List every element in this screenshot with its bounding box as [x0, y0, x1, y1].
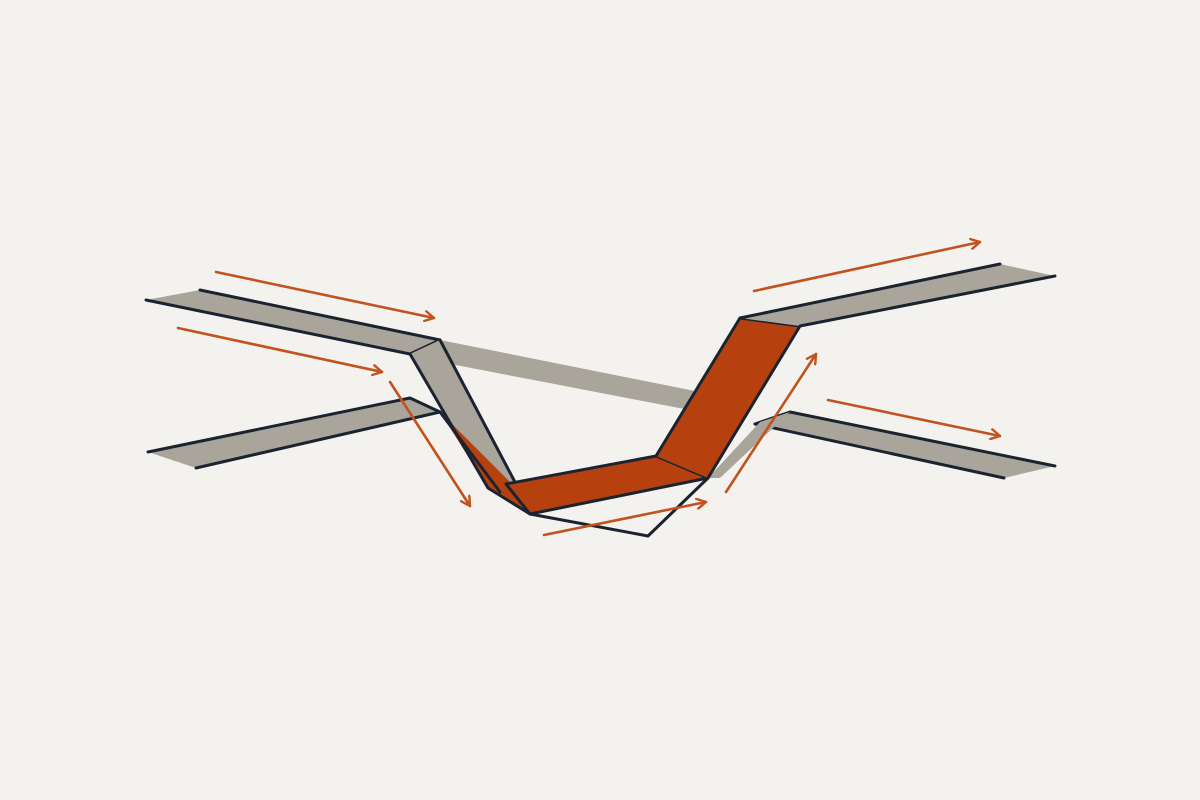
arrow-lower-right [826, 398, 1002, 436]
lower-right-strip-edge-bottom [753, 422, 1006, 480]
lower-left-strip-edge [146, 396, 442, 454]
arrow-left-down [388, 380, 472, 508]
upper-right-strip [740, 264, 1055, 326]
arrow-trough-bottom [542, 502, 708, 537]
left-descending-edge-right [438, 338, 518, 486]
lower-left-strip [148, 398, 440, 468]
arrow-lower-left [176, 326, 384, 372]
lower-left-strip-edge-bottom [194, 410, 442, 470]
left-descending-inner-face [440, 412, 530, 514]
upper-left-strip-edge-top [198, 288, 442, 342]
upper-left-strip [146, 290, 440, 354]
right-ascending-underside [708, 412, 790, 478]
right-ascending-strip [656, 318, 800, 478]
back-crossing-strip [440, 340, 700, 412]
lower-right-strip [755, 412, 1055, 478]
left-descending-strip [410, 340, 516, 488]
left-descending-edge-inner [438, 410, 502, 494]
trough-bottom-strip [506, 456, 708, 514]
arrow-upper-right [752, 242, 982, 293]
arrow-right-up [724, 352, 818, 494]
left-descending-edge [408, 352, 532, 516]
trough-underside-outline [528, 476, 710, 538]
upper-right-strip-edge-bottom [798, 274, 1057, 328]
arrow-upper-left [214, 270, 436, 318]
upper-right-strip-edge-top [738, 262, 1002, 320]
